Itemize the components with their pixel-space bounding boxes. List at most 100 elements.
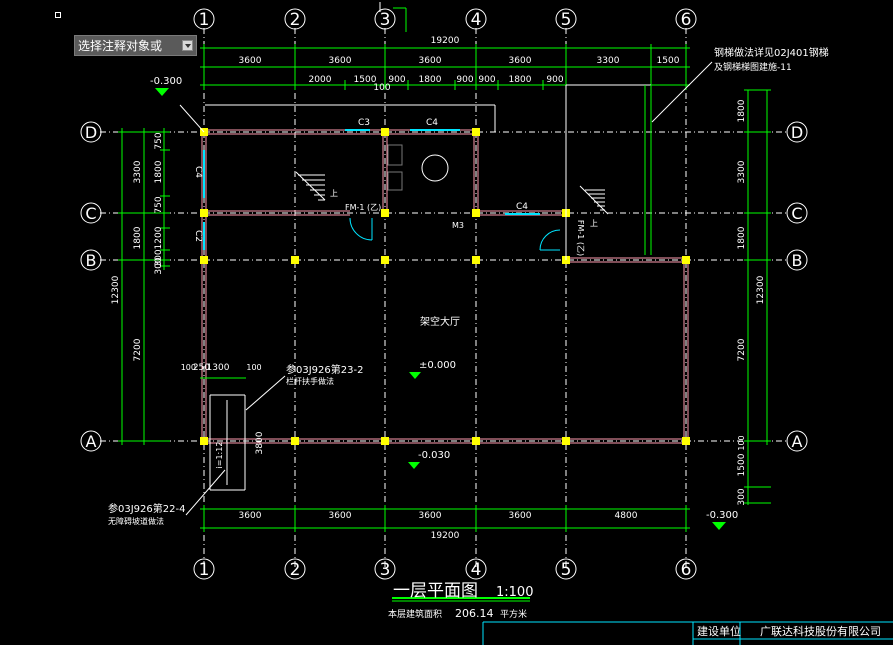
- axis-label-3: 3: [380, 560, 391, 580]
- axis-label-A: A: [86, 432, 97, 451]
- stair-arrow: [295, 171, 326, 201]
- dim-text: 3600: [419, 56, 442, 66]
- dim-text: 19200: [431, 36, 460, 46]
- axis-bubble-B: [80, 249, 102, 271]
- dim-text: 1500: [657, 56, 680, 66]
- level-marker-icon: [155, 88, 169, 96]
- window-label: C4: [426, 118, 438, 128]
- dim-text: 1800: [737, 226, 747, 249]
- dim-text: 1800: [737, 99, 747, 122]
- titleblock-value: 广联达科技股份有限公司: [760, 624, 881, 638]
- axis-label-4: 4: [471, 10, 482, 30]
- dim-text: 900: [456, 75, 473, 85]
- axis-label-5: 5: [561, 10, 572, 30]
- dimension-lines: [118, 44, 771, 532]
- area-unit: 平方米: [500, 608, 527, 620]
- axis-bubble-2: [284, 558, 306, 580]
- note-text: 无障碍坡道做法: [108, 516, 164, 526]
- axis-label-3: 3: [380, 10, 391, 30]
- axis-label-5: 5: [561, 560, 572, 580]
- axis-label-D: D: [791, 123, 803, 142]
- dim-text: 300: [154, 257, 164, 274]
- axis-label-2: 2: [290, 560, 301, 580]
- leader: [179, 104, 205, 133]
- axis-label-D: D: [85, 123, 97, 142]
- axis-bubble-2: [284, 8, 306, 30]
- axis-label-A: A: [792, 432, 803, 451]
- axis-bubble-A: [80, 430, 102, 452]
- window-label: C4: [516, 202, 528, 212]
- axis-label-4: 4: [471, 560, 482, 580]
- columns: [200, 128, 690, 445]
- dim-text: 12300: [111, 275, 121, 304]
- prompt-text: 选择注释对象或: [78, 39, 163, 53]
- axis-bubble-1: [193, 8, 215, 30]
- dim-text: 3600: [329, 511, 352, 521]
- dim-text: 100: [181, 363, 196, 372]
- axis-label-B: B: [86, 251, 97, 270]
- column: [472, 128, 480, 136]
- dim-text: 900: [478, 75, 495, 85]
- column: [682, 256, 690, 264]
- dim-text: 100: [737, 435, 746, 450]
- titleblock-label: 建设单位: [697, 624, 741, 638]
- axis-bubble-C: [786, 202, 808, 224]
- walls: [201, 129, 689, 444]
- drawing-scale: 1:100: [496, 585, 533, 600]
- details: [155, 2, 893, 645]
- column: [381, 209, 389, 217]
- axis-label-2: 2: [290, 10, 301, 30]
- dim-text: 3600: [509, 511, 532, 521]
- door-label: FM-1 (乙): [345, 203, 381, 212]
- door-label: FM-1 (乙): [576, 220, 585, 256]
- axis-label-6: 6: [681, 560, 692, 580]
- axis-bubble-3: [374, 8, 396, 30]
- column: [472, 437, 480, 445]
- axis-bubble-1: [193, 558, 215, 580]
- dim-text: 3600: [419, 511, 442, 521]
- column: [200, 256, 208, 264]
- axis-bubble-3: [374, 558, 396, 580]
- stair-up-label: 上: [330, 189, 338, 198]
- dim-text: 1300: [207, 363, 230, 373]
- dim-text: 19200: [431, 531, 460, 541]
- area-label: 本层建筑面积: [388, 608, 442, 620]
- stair-up-label: 上: [590, 219, 598, 228]
- axis-bubble-A: [786, 430, 808, 452]
- dim-text: 100: [246, 363, 261, 372]
- dim-text: 7200: [737, 338, 747, 361]
- dim-text: 1500: [737, 453, 747, 476]
- dim-text: 1800: [509, 75, 532, 85]
- axis-bubble-4: [465, 558, 487, 580]
- dim-text: 4800: [615, 511, 638, 521]
- leader: [651, 61, 713, 123]
- dropdown-icon[interactable]: [182, 40, 193, 51]
- note-text: 栏杆扶手做法: [286, 376, 334, 386]
- door-label: M3: [452, 221, 464, 230]
- dim-text: 300: [154, 249, 164, 266]
- drawing-title: 一层平面图: [393, 581, 478, 601]
- axis-bubble-C: [80, 202, 102, 224]
- axis-label-C: C: [791, 204, 802, 223]
- column: [200, 209, 208, 217]
- note-text: 及钢梯梯图建施-11: [714, 61, 792, 73]
- command-prompt[interactable]: 选择注释对象或: [74, 35, 197, 56]
- hall-label: 架空大厅: [420, 315, 460, 328]
- dim-text: 100: [373, 83, 390, 93]
- window-label: C2: [193, 230, 203, 242]
- axis-label-1: 1: [199, 560, 210, 580]
- door-swing: [539, 229, 561, 251]
- dim-text: 3300: [737, 160, 747, 183]
- area-value: 206.14: [455, 607, 494, 620]
- axis-bubble-B: [786, 249, 808, 271]
- axis-bubble-4: [465, 8, 487, 30]
- note-text: 参03J926第23-2: [286, 363, 363, 376]
- axis-bubble-5: [555, 558, 577, 580]
- column: [291, 256, 299, 264]
- level-text: -0.300: [150, 76, 182, 87]
- dim-text: 750: [154, 196, 164, 213]
- level-entry-icon: [408, 462, 420, 469]
- column: [472, 209, 480, 217]
